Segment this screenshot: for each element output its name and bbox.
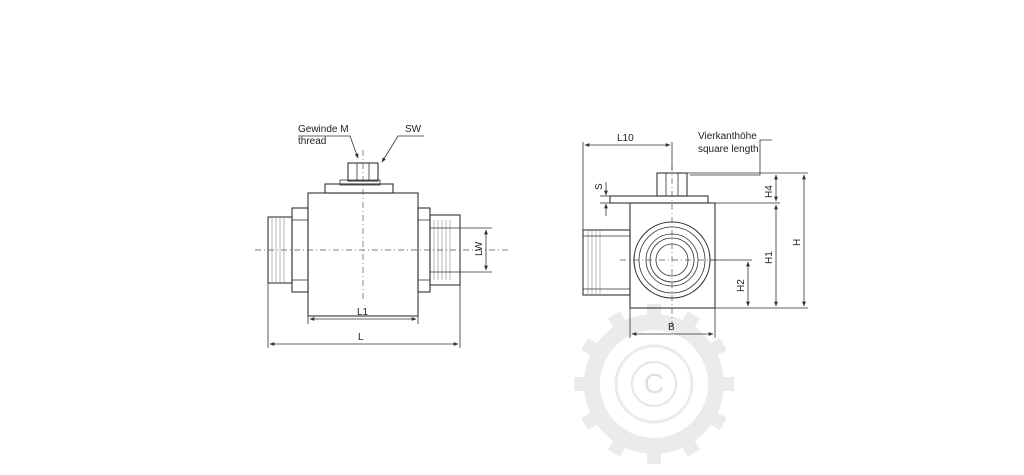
height-h2-label: H2	[736, 279, 747, 292]
stem-offset-label: L10	[617, 133, 634, 144]
width-label: B	[668, 322, 675, 333]
square-length-label-de: Vierkanthöhe	[698, 131, 757, 142]
end-view: L10 Vierkanthöhe square length S H4 H1 H…	[582, 131, 808, 338]
height-h4-label: H4	[764, 185, 775, 198]
thread-label-en: thread	[298, 136, 326, 147]
port-width-label: LW	[474, 241, 485, 256]
watermark-letter: C	[644, 368, 664, 399]
wrench-size-label: SW	[405, 124, 422, 135]
height-h-label: H	[792, 239, 803, 246]
height-h1-label: H1	[764, 251, 775, 264]
square-length-label-en: square length	[698, 144, 759, 155]
watermark-logo: C	[574, 304, 734, 464]
stem-thickness-label: S	[594, 183, 605, 190]
total-length-label: L	[358, 332, 364, 343]
side-view: Gewinde M thread SW LW L1 L	[255, 124, 510, 348]
body-length-label: L1	[357, 307, 369, 318]
thread-label-de: Gewinde M	[298, 124, 349, 135]
